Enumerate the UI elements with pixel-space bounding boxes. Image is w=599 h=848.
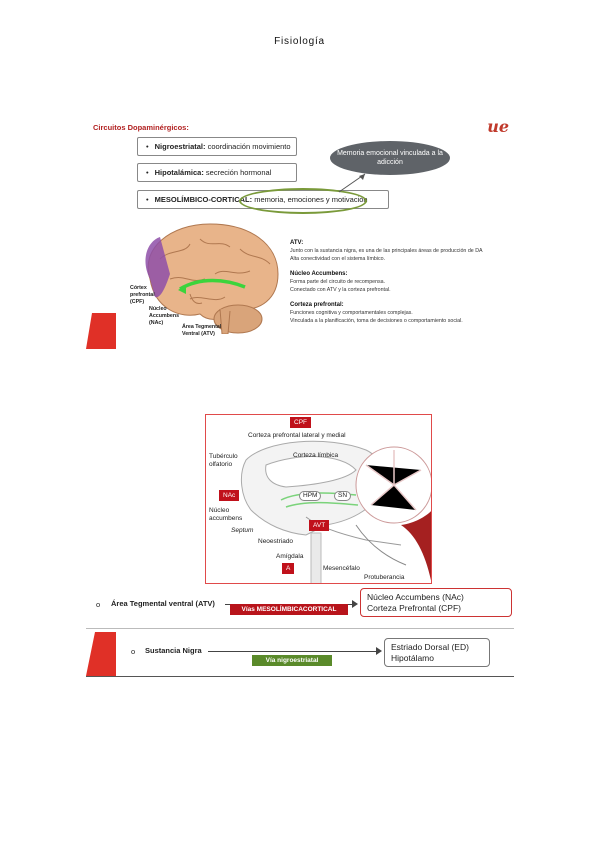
info-head-cpf: Corteza prefrontal: (290, 301, 344, 308)
highlight-oval (239, 188, 367, 214)
row1-target: Núcleo Accumbens (NAc) (367, 592, 464, 602)
row2-arrowhead (376, 647, 382, 655)
label-corteza-prefrontal: Corteza prefrontal lateral y medial (248, 432, 346, 439)
row2-targets: Estriado Dorsal (ED) Hipotálamo (384, 638, 490, 668)
label-mesencefalo: Mesencéfalo (323, 565, 360, 572)
info-line: Alta conectividad con el sistema límbico… (290, 255, 386, 262)
label-atv: Área Tegmental Ventral (ATV) (182, 324, 222, 337)
info-head-atv: ATV: (290, 240, 304, 246)
row2-target: Estriado Dorsal (ED) (391, 642, 469, 652)
row1-label: Área Tegmental ventral (ATV) (111, 599, 215, 608)
label-tuberculo: Tubérculo olfatorio (209, 453, 238, 468)
label-septum: Septum (231, 527, 254, 534)
label-hpm: HPM (299, 491, 322, 501)
info-line: Funciones cognitiva y comportamentales c… (290, 309, 413, 316)
tag-nac: NAc (219, 490, 240, 501)
row2-tag: Vía nigroestriatal (252, 655, 332, 666)
memory-bubble: Memoria emocional vinculada a la adicció… (330, 141, 450, 175)
label-nac: Núcleo Accumbens (NAc) (149, 306, 180, 326)
page-header: Fisiología (274, 36, 325, 47)
label-neoestriado: Neoestriado (258, 538, 294, 545)
diagram-drawing (240, 440, 431, 583)
label-protuberancia: Protuberancia (364, 574, 405, 581)
info-line: Forma parte del circuito de recompensa. (290, 278, 386, 285)
slide-title: Circuitos Dopaminérgicos: (93, 123, 189, 132)
row2-bullet: o (131, 647, 136, 656)
info-line: Junto con la sustancia nigra, es una de … (290, 248, 483, 254)
label-amigdala: Amígdala (276, 553, 304, 560)
info-head-nac: Núcleo Accumbens: (290, 270, 348, 277)
row1-target: Corteza Prefrontal (CPF) (367, 602, 461, 613)
slide-dopaminergic-circuits: Circuitos Dopaminérgicos: ue •Nigroestri… (85, 115, 515, 352)
label-corteza-limbica: Corteza límbica (293, 452, 339, 459)
pathway-hipotalamica: •Hipotalámica: secreción hormonal (137, 163, 297, 182)
row2-target: Hipotálamo (391, 652, 434, 663)
bubble-arrow (338, 173, 366, 193)
row1-targets: Núcleo Accumbens (NAc) Corteza Prefronta… (360, 588, 512, 618)
row1-bullet: o (96, 600, 101, 609)
brain-illustration (145, 223, 279, 334)
bottom-rule (86, 676, 514, 677)
row2-label: Sustancia Nigra (145, 646, 202, 655)
label-sn: SN (334, 491, 352, 501)
label-cpf: Córtex prefrontal (CPF) (130, 285, 155, 305)
info-line: Vinculada a la planificación, toma de de… (290, 317, 463, 324)
info-line: Conectado con ATV y la corteza prefronta… (290, 286, 391, 293)
info-panel: ATV: Junto con la sustancia nigra, es un… (290, 239, 510, 326)
row1-tag: Vías MESOLÍMBICACORTICAL (230, 604, 348, 615)
tag-a: A (282, 563, 295, 574)
university-logo: ue (487, 117, 509, 136)
slide-red-tab (86, 313, 116, 349)
row2-red-tab (86, 632, 116, 676)
row2-arrow (208, 651, 378, 652)
tag-cpf: CPF (290, 417, 311, 428)
row1-arrowhead (352, 600, 358, 608)
pathway-nigroestriatal: •Nigroestriatal: coordinación movimiento (137, 137, 297, 156)
label-nucleo-accumbens: Núcleo accumbens (209, 507, 243, 522)
divider (86, 628, 514, 629)
dopamine-pathway-diagram: CPF Corteza prefrontal lateral y medial … (205, 414, 432, 584)
tag-avt: AVT (309, 520, 330, 531)
